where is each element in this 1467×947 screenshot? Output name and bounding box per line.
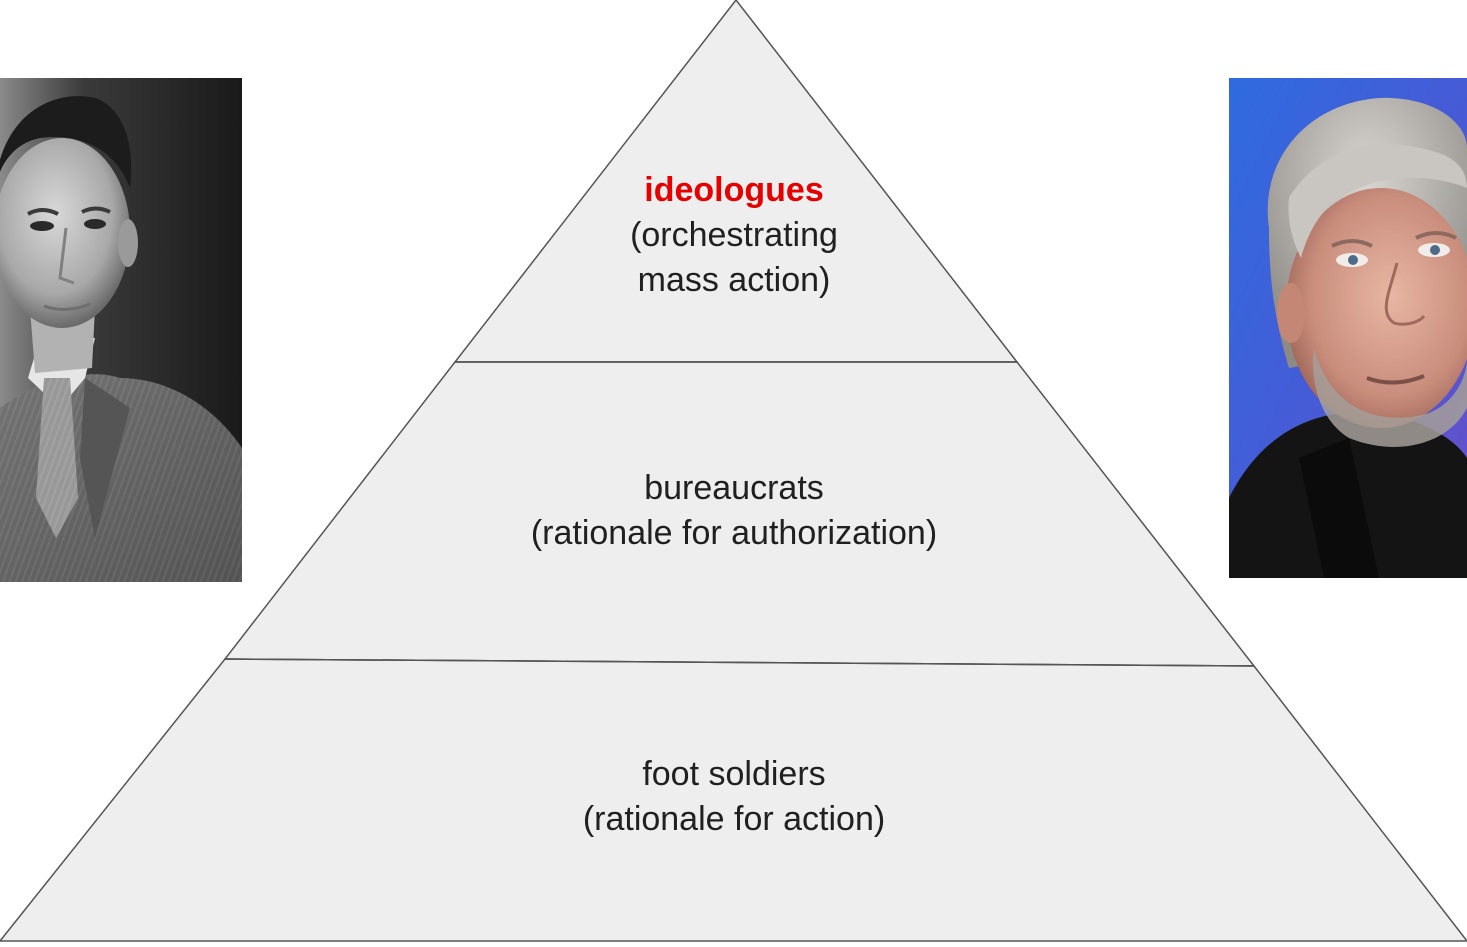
tier-bottom-subtitle: (rationale for action) bbox=[582, 800, 886, 838]
tier-divider-lower bbox=[224, 658, 1255, 667]
tier-bottom-label: foot soldiers (rationale for action) bbox=[434, 752, 1034, 842]
portrait-right-image bbox=[1229, 78, 1467, 578]
tier-top-label: ideologues (orchestrating mass action) bbox=[534, 168, 934, 303]
tier-top-subtitle-line2: mass action) bbox=[637, 261, 831, 299]
portrait-left-image bbox=[0, 78, 242, 582]
tier-top-subtitle-line1: (orchestrating bbox=[630, 216, 838, 254]
portrait-left-photo bbox=[0, 78, 242, 582]
tier-bottom-title: foot soldiers bbox=[642, 755, 826, 793]
tier-top-title: ideologues bbox=[644, 171, 824, 209]
tier-middle-title: bureaucrats bbox=[644, 469, 824, 507]
tier-middle-label: bureaucrats (rationale for authorization… bbox=[434, 466, 1034, 556]
tier-middle-subtitle: (rationale for authorization) bbox=[530, 514, 938, 552]
portrait-right-photo bbox=[1229, 78, 1467, 578]
